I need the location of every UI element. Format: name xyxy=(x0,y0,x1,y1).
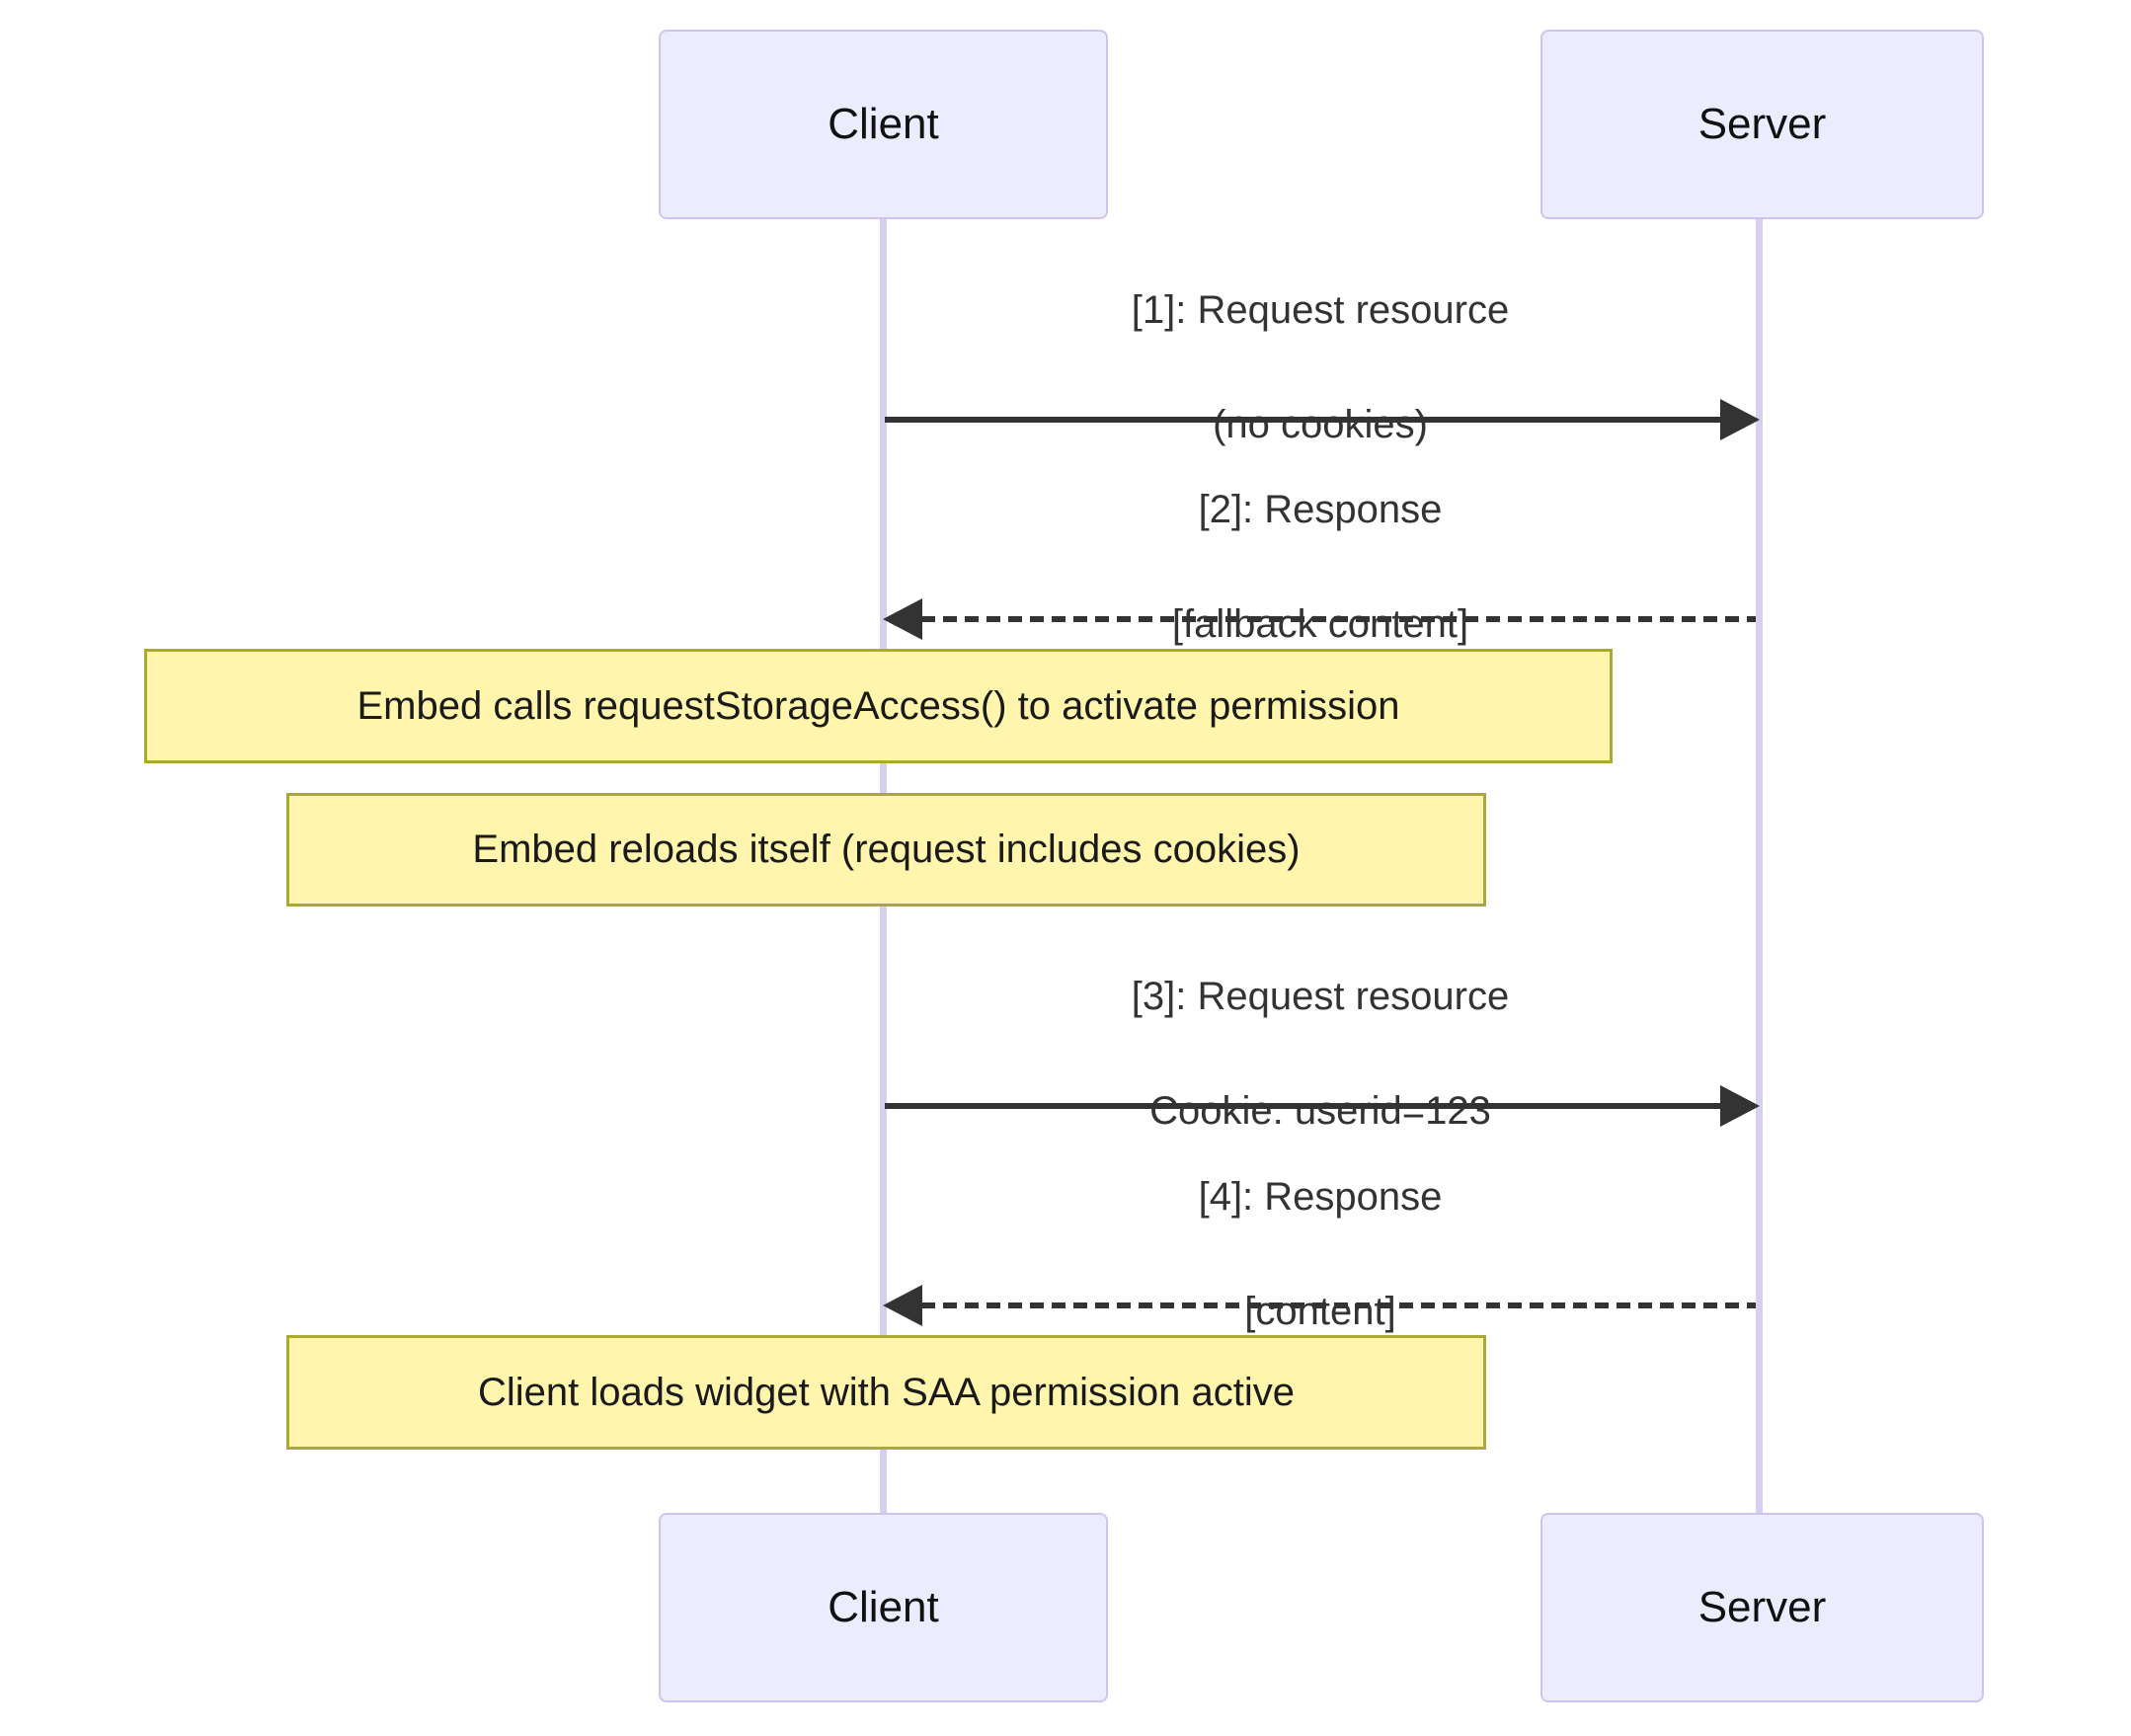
message-1-line2: (no cookies) xyxy=(1213,403,1428,446)
actor-client-bottom: Client xyxy=(659,1513,1108,1702)
actor-server-bottom-label: Server xyxy=(1697,1583,1827,1631)
message-1-line1: [1]: Request resource xyxy=(1131,288,1510,332)
note-3-text: Client loads widget with SAA permission … xyxy=(477,1370,1296,1414)
message-1-label: [1]: Request resource (no cookies) xyxy=(882,281,1759,453)
note-embed-reloads: Embed reloads itself (request includes c… xyxy=(286,793,1486,907)
message-3-label: [3]: Request resource Cookie: userid=123 xyxy=(882,968,1759,1140)
actor-client-top-label: Client xyxy=(828,100,939,148)
actor-client-bottom-label: Client xyxy=(828,1583,939,1631)
message-3-line2: Cookie: userid=123 xyxy=(1149,1089,1491,1133)
message-2-arrowhead-left-icon xyxy=(883,598,922,640)
actor-server-top: Server xyxy=(1540,30,1984,219)
message-1-arrowhead-right-icon xyxy=(1720,399,1760,440)
message-2-line2: [fallback content] xyxy=(1171,602,1469,646)
message-2-line1: [2]: Response xyxy=(1198,488,1443,531)
note-1-text: Embed calls requestStorageAccess() to ac… xyxy=(356,683,1400,728)
note-2-text: Embed reloads itself (request includes c… xyxy=(472,828,1301,871)
message-4-line1: [4]: Response xyxy=(1198,1175,1443,1219)
actor-server-bottom: Server xyxy=(1540,1513,1984,1702)
message-1-arrow-line xyxy=(885,417,1723,423)
message-4-arrow-line xyxy=(900,1302,1756,1308)
message-2-arrow-line xyxy=(900,616,1756,622)
message-3-line1: [3]: Request resource xyxy=(1131,975,1510,1018)
message-3-arrow-line xyxy=(885,1103,1723,1109)
message-3-arrowhead-right-icon xyxy=(1720,1085,1760,1127)
note-client-loads-widget: Client loads widget with SAA permission … xyxy=(286,1335,1486,1450)
message-4-arrowhead-left-icon xyxy=(883,1285,922,1326)
actor-server-top-label: Server xyxy=(1697,100,1827,148)
message-2-label: [2]: Response [fallback content] xyxy=(882,481,1759,653)
lifeline-server xyxy=(1756,219,1763,1513)
message-4-line2: [content] xyxy=(1244,1290,1396,1333)
message-4-label: [4]: Response [content] xyxy=(882,1168,1759,1340)
note-request-storage-access: Embed calls requestStorageAccess() to ac… xyxy=(144,649,1613,763)
actor-client-top: Client xyxy=(659,30,1108,219)
